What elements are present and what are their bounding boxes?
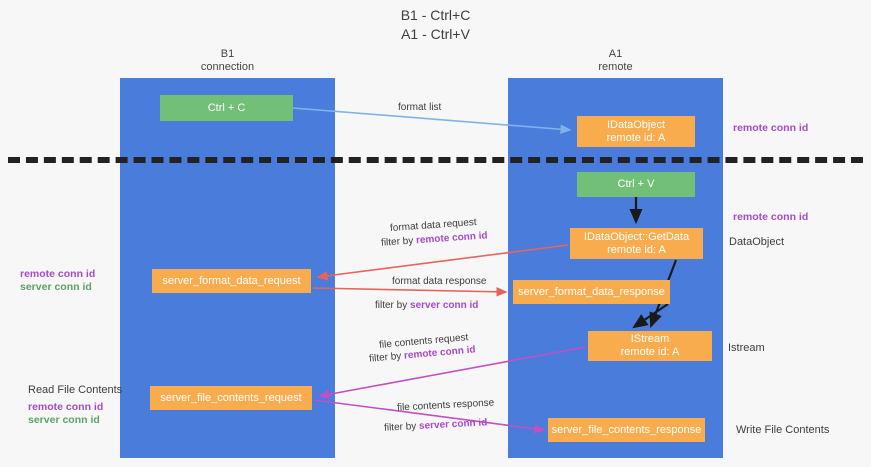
filter-key: server conn id (418, 417, 488, 432)
node-ctrl-c[interactable]: Ctrl + C (160, 95, 293, 121)
annotation-left2-server-conn-id: server conn id (28, 414, 100, 426)
node-server-format-data-request[interactable]: server_format_data_request (152, 269, 311, 293)
node-server-file-contents-response[interactable]: server_file_contents_response (548, 418, 705, 442)
lane-header-b1-name: B1 (220, 48, 235, 60)
edge-label-file-contents-response-filter: filter by server conn id (384, 416, 488, 434)
annotation-istream: Istream (728, 342, 765, 354)
edge-label-format-list: format list (398, 102, 442, 113)
annotation-left-conn-ids-top: remote conn id server conn id (20, 268, 95, 294)
filter-key: remote conn id (415, 230, 488, 247)
node-idataobject-sub: remote id: A (606, 131, 666, 144)
node-server-file-contents-request-label: server_file_contents_request (160, 391, 302, 404)
node-getdata-label: IDataObject::GetData (583, 230, 690, 243)
annotation-remote-conn-id-top: remote conn id (733, 122, 809, 134)
phase-divider (8, 157, 863, 163)
node-idataobject-label: IDataObject (606, 118, 666, 131)
annotation-left-remote-conn-id: remote conn id (20, 268, 96, 280)
node-getdata-sub: remote id: A (607, 243, 666, 256)
lane-header-a1-subtitle: remote (598, 61, 633, 73)
title-line-1: B1 - Ctrl+C (400, 7, 471, 23)
node-server-format-data-request-label: server_format_data_request (162, 274, 301, 287)
node-server-file-contents-request[interactable]: server_file_contents_request (150, 386, 312, 410)
filter-prefix: filter by (375, 300, 411, 311)
node-ctrl-v-label: Ctrl + V (617, 178, 655, 190)
title-line-2: A1 - Ctrl+V (401, 26, 470, 42)
node-idataobject[interactable]: IDataObject remote id: A (577, 116, 695, 147)
annotation-dataobject: DataObject (729, 236, 785, 248)
node-istream-label: IStream (630, 333, 670, 345)
annotation-left-conn-ids-bottom: remote conn id server conn id (28, 401, 103, 427)
edge-label-file-contents-response: file contents response (396, 397, 495, 414)
page-title: B1 - Ctrl+C A1 - Ctrl+V (0, 6, 871, 44)
filter-prefix: filter by (380, 235, 417, 249)
edge-label-format-data-response-filter: filter by server conn id (375, 299, 478, 312)
annotation-remote-conn-id-mid: remote conn id (733, 211, 809, 223)
lane-header-a1: A1 remote (508, 48, 723, 74)
node-server-format-data-response[interactable]: server_format_data_response (513, 280, 670, 304)
node-ctrl-c-label: Ctrl + C (207, 101, 246, 114)
edge-label-format-data-response: format data response (392, 276, 487, 287)
node-server-format-data-response-label: server_format_data_response (518, 285, 665, 298)
node-server-file-contents-response-label: server_file_contents_response (551, 423, 702, 436)
lane-header-b1-subtitle: connection (200, 61, 255, 73)
node-istream-sub: remote id: A (620, 346, 680, 358)
lane-header-b1: B1 connection (120, 48, 335, 74)
annotation-write-file-contents: Write File Contents (736, 424, 830, 436)
filter-prefix: filter by (368, 350, 405, 365)
filter-key: server conn id (410, 300, 479, 311)
annotation-read-file-contents: Read File Contents (28, 384, 123, 396)
node-istream[interactable]: IStream remote id: A (588, 331, 712, 361)
node-getdata[interactable]: IDataObject::GetData remote id: A (570, 228, 703, 259)
lane-header-a1-name: A1 (608, 48, 623, 60)
filter-prefix: filter by (383, 420, 420, 434)
annotation-left-server-conn-id: server conn id (20, 281, 92, 293)
annotation-left2-remote-conn-id: remote conn id (28, 401, 104, 413)
edge-format-data-response (312, 287, 508, 297)
node-ctrl-v[interactable]: Ctrl + V (577, 172, 695, 197)
